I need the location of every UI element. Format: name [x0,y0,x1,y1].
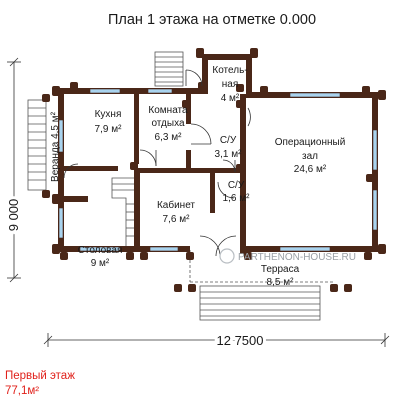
study-area: 7,6 м² [163,214,191,225]
rest-label-1: Комната [148,105,188,116]
watermark-logo-icon [219,248,235,264]
terrace-stairs [199,285,321,321]
watermark: PARTHENON-HOUSE.RU [219,248,356,264]
watermark-text: PARTHENON-HOUSE.RU [238,252,356,263]
boiler-area: 4 м² [221,93,240,104]
floor-area: 77,1м² [5,385,39,397]
height-label: 9 000 [6,199,21,232]
kitchen-area: 7,9 м² [95,124,123,135]
veranda-label: Веранда 4,5 м² [50,111,61,182]
height-dimension [7,57,21,283]
boiler-stairs [154,51,184,87]
boiler-label-1: Котель- [212,65,247,76]
rest-label-2: отдыха [151,118,185,129]
hall-area: 24,6 м² [294,164,327,175]
windows [58,88,378,252]
wc2-area: 1,6 м² [223,193,251,204]
study-label: Кабинет [157,199,195,211]
wc2-label: С/У [228,180,245,191]
boiler-label-2: ная [222,79,239,90]
width-label: 12 7500 [217,333,264,348]
doors [63,69,251,257]
kitchen-label: Кухня [95,109,122,120]
width-dimension [43,333,390,347]
floor-name: Первый этаж [5,370,75,382]
terrace-label: Терраса [261,264,300,275]
dining-area: 9 м² [91,258,110,269]
interior-stairs [111,177,137,249]
hall-label-2: зал [302,151,318,162]
hall-label-1: Операционный [275,137,346,148]
log-ends [42,48,386,292]
wc1-area: 3,1 м² [215,149,243,160]
terrace-area: 8,5 м² [267,277,295,288]
veranda-stairs [27,99,47,191]
rest-area: 6,3 м² [155,132,183,143]
dining-label: Столовая [78,245,123,256]
plan-title: План 1 этажа на отметке 0.000 [108,12,316,28]
wc1-label: С/У [220,135,237,146]
